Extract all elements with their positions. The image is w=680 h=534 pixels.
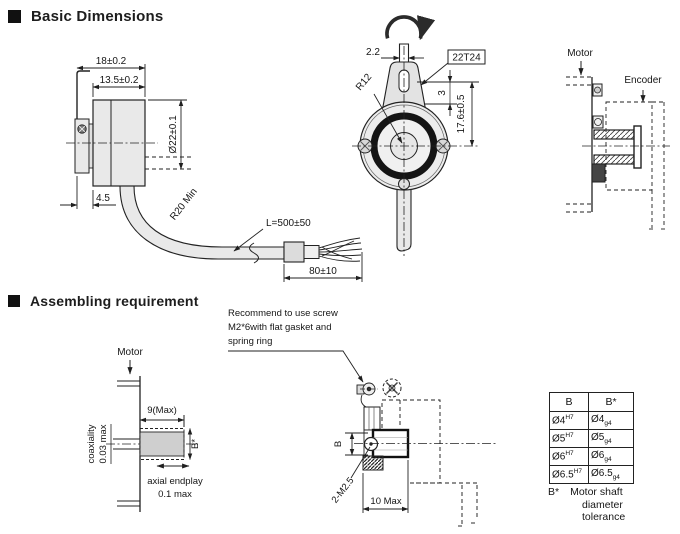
assembly-encoder-view <box>228 350 498 527</box>
dim-slot-width-label: 2.2 <box>366 47 380 58</box>
cable-bend-radius-label: R20 Min <box>168 186 200 222</box>
clamp-top-wall <box>593 129 635 140</box>
coaxiality-label: coaxiality <box>86 424 97 463</box>
cable-break-mark <box>249 242 259 264</box>
gasket-block <box>591 163 606 183</box>
cell-bstar: Ø4g4 <box>588 411 634 430</box>
gear-label: 22T24 <box>452 53 481 64</box>
endplay-value: 0.1 max <box>158 489 192 500</box>
clamp-end-cap <box>633 125 642 169</box>
section-title: Assembling requirement <box>30 293 199 309</box>
cell-bstar: Ø5g4 <box>588 429 634 448</box>
note-leader <box>228 350 364 383</box>
col-header-b: B <box>549 392 589 412</box>
square-bullet-icon <box>8 295 20 307</box>
clamp-bottom-wall <box>593 154 635 165</box>
clamp-screw <box>363 436 379 452</box>
dim-slot-depth-label: 3 <box>437 90 448 96</box>
radius-leader <box>373 93 403 144</box>
rotation-arrow-icon <box>385 15 436 41</box>
encoder-dashed-outline <box>381 399 478 527</box>
shaft-tolerance-table: B B* Ø4H7 Ø4g4 Ø5H7 Ø5g4 Ø6H7 Ø6g4 Ø6.5H… <box>549 392 634 484</box>
screw-spec-label: 2-M2.5 <box>330 475 357 505</box>
dim-bore-label: B <box>333 441 344 447</box>
side-view-dimensions <box>60 64 363 282</box>
cell-bstar: Ø6g4 <box>588 447 634 466</box>
tolerance-zone <box>139 428 185 460</box>
col-header-bstar: B* <box>588 392 634 412</box>
front-view-dimensions <box>373 49 486 147</box>
bracket-plate-top <box>363 406 381 431</box>
cable-connector <box>283 241 305 263</box>
mid-collar <box>592 115 604 129</box>
screw-spec-leader <box>350 446 371 479</box>
dim-shaft-length-label: 9(Max) <box>147 405 177 416</box>
frayed-wires <box>318 237 363 262</box>
encoder-front-view <box>352 15 478 256</box>
motor-shaft <box>139 431 185 457</box>
motor-outline <box>566 76 592 213</box>
dim-flange-offset-label: 4.5 <box>96 193 110 204</box>
gasket-block <box>362 455 384 471</box>
encoder-label: Encoder <box>624 75 662 86</box>
gear-label-leader <box>420 62 449 86</box>
dim-diameter-label: Ø22±0.1 <box>168 115 179 154</box>
mount-spring-plate <box>76 70 90 172</box>
encoder-side-view <box>66 70 363 264</box>
note-line2: diameter <box>582 498 623 511</box>
depth-dimension <box>362 460 409 513</box>
motor-label: Motor <box>567 48 593 59</box>
note-line3: tolerance <box>582 511 626 523</box>
cell-bstar: Ø6.5g4 <box>588 465 634 484</box>
section-title: Basic Dimensions <box>31 8 164 25</box>
table-header-row: B B* <box>549 392 634 412</box>
screw-head-detail <box>382 378 402 398</box>
radius-label: R12 <box>354 72 375 93</box>
dim-body-label: 13.5±0.2 <box>100 75 139 86</box>
motor-encoder-section-view <box>566 61 670 230</box>
table-row: Ø6.5H7 Ø6.5g4 <box>549 465 634 484</box>
mount-screw-slot <box>78 125 86 133</box>
cable-strip-label: 80±10 <box>309 266 337 277</box>
dim-center-height-label: 17.6±0.5 <box>456 94 467 133</box>
square-bullet-icon <box>8 10 21 23</box>
cable-length-leader <box>233 228 264 252</box>
note-line2: M2*6with flat gasket and <box>228 322 332 333</box>
cable-length-label: L=500±50 <box>266 218 311 229</box>
dim-overall-label: 18±0.2 <box>96 56 127 67</box>
note-line1: Recommend to use screw <box>228 308 338 319</box>
dim-depth-label: 10 Max <box>370 496 401 507</box>
coaxiality-value: 0.03 max <box>98 424 109 463</box>
tolerance-note: B* Motor shaft diameter tolerance <box>548 486 625 524</box>
motor-label: Motor <box>117 347 143 358</box>
table-row: Ø4H7 Ø4g4 <box>549 411 634 430</box>
section-header-basic-dimensions: Basic Dimensions <box>8 8 163 25</box>
assembly-motor-shaft-view <box>106 360 198 512</box>
screw-detail <box>356 382 378 408</box>
cell-b: Ø6H7 <box>549 447 589 466</box>
bore-dimension <box>345 432 368 456</box>
table-row: Ø5H7 Ø5g4 <box>549 429 634 448</box>
dim-shaft-dia-label: B* <box>190 439 201 449</box>
cell-b: Ø4H7 <box>549 411 589 430</box>
note-prefix: B* <box>548 486 560 498</box>
shaft-stem <box>398 43 410 64</box>
cable-sleeve <box>303 245 320 259</box>
cell-b: Ø5H7 <box>549 429 589 448</box>
cable <box>119 185 285 260</box>
section-header-assembling: Assembling requirement <box>8 293 199 309</box>
table-row: Ø6H7 Ø6g4 <box>549 447 634 466</box>
note-line1: Motor shaft <box>570 486 623 498</box>
cell-b: Ø6.5H7 <box>549 465 589 484</box>
gear-label-box <box>447 49 486 65</box>
note-line3: spring ring <box>228 336 272 347</box>
endplay-label: axial endplay <box>147 476 203 487</box>
